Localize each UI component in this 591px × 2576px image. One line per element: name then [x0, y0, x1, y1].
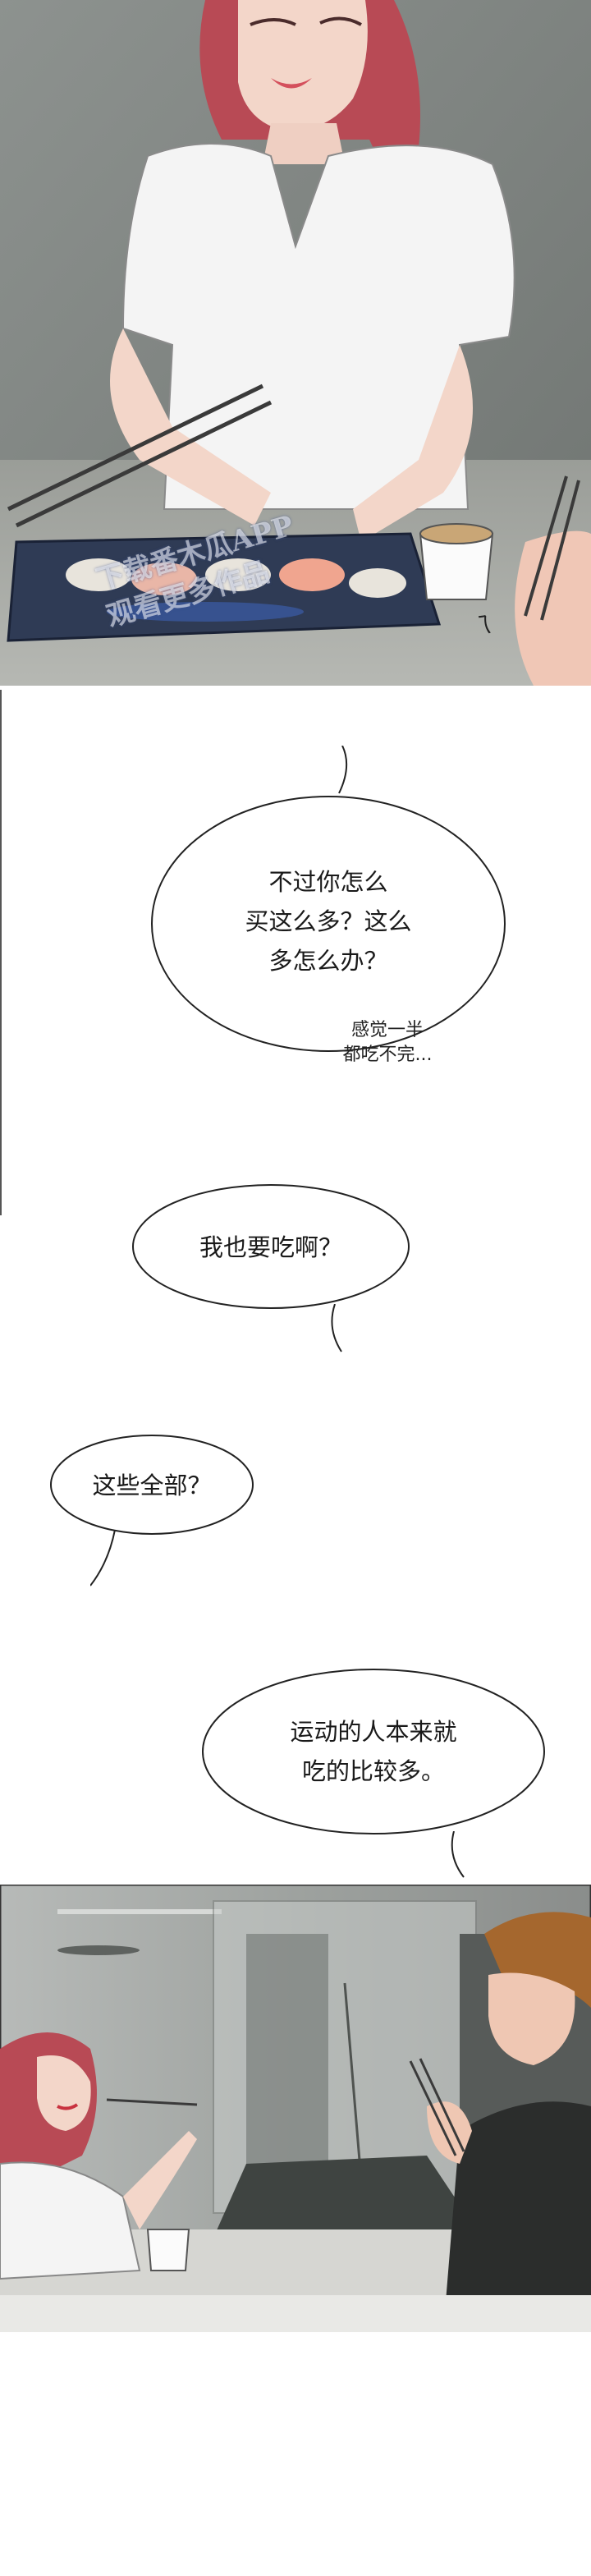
woman-chopsticks: [106, 2098, 198, 2106]
man-face: [488, 1972, 575, 2065]
bubble-3-text: 这些全部？: [92, 1472, 212, 1499]
man-hand: [515, 530, 591, 686]
speech-bubble-1: 不过你怎么 买这么多？这么 多怎么办？: [148, 746, 509, 1059]
frame-left-border: [0, 690, 2, 1215]
man-chopsticks: [409, 2060, 457, 2156]
panel-woman-eating: 下载番木瓜APP 观看更多作品 ㄟ: [0, 0, 591, 686]
woman-face: [37, 2055, 91, 2131]
shirt: [121, 143, 515, 510]
cup: [146, 2229, 190, 2271]
left-arm: [110, 328, 271, 526]
floor-rug: [213, 2156, 476, 2238]
bubble-1-text: 不过你怎么 买这么多？这么 多怎么办？: [245, 868, 412, 975]
face: [238, 0, 368, 131]
bubble-2-text: 我也要吃啊？: [199, 1233, 342, 1261]
panel-2-illustration: [0, 1885, 591, 2332]
woman-arm: [123, 2131, 197, 2229]
man-shirt: [443, 2101, 591, 2332]
whisper-text: 感觉一半 都吃不完...: [342, 1020, 433, 1065]
bubble-4-text: 运动的人本来就 吃的比较多。: [290, 1718, 457, 1785]
panel-1-illustration: [0, 0, 591, 686]
table-edge: [0, 2295, 591, 2332]
lips: [271, 78, 312, 89]
right-arm: [353, 345, 473, 542]
chopsticks-left: [7, 383, 264, 512]
bubble-1-outline: [151, 796, 506, 1052]
panel-couple-dining: [0, 1885, 591, 2332]
ceiling-fan: [57, 1945, 140, 1955]
speech-bubble-4: 运动的人本来就 吃的比较多。: [201, 1667, 546, 1878]
tree: [343, 1982, 363, 2181]
speech-bubble-3: 这些全部？: [49, 1433, 254, 1586]
speech-bubble-2: 我也要吃啊？: [131, 1182, 410, 1352]
